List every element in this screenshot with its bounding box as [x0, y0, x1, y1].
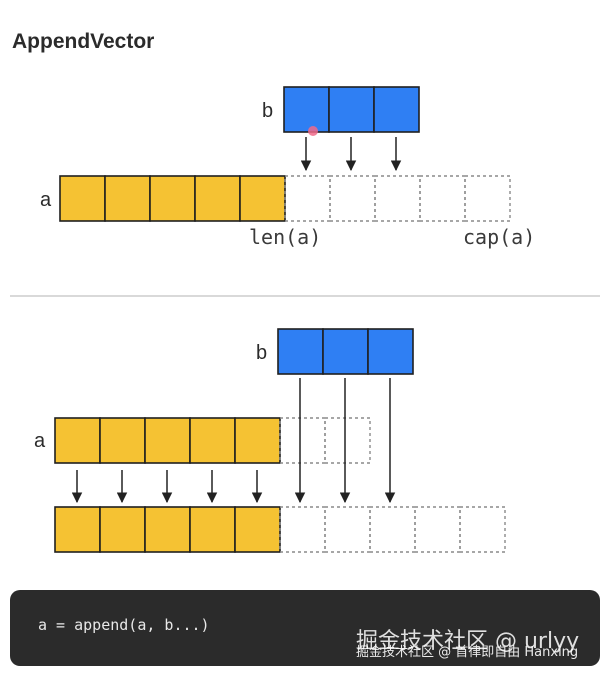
bottom-a-copy-arrows [71, 470, 263, 504]
append-vector-diagram: b a len(a) cap(a) b a [10, 86, 600, 553]
top-b-label: b [262, 100, 273, 122]
bottom-a-slice [54, 417, 371, 464]
a-cell [59, 175, 106, 222]
top-a-label: a [40, 189, 52, 211]
code-snippet: a = append(a, b...) [38, 616, 210, 634]
result-empty-cell [459, 506, 506, 553]
result-cell [99, 506, 146, 553]
bottom-diagram: b a [34, 328, 506, 553]
a-cell [104, 175, 151, 222]
result-cell [144, 506, 191, 553]
a-spare-capacity-cell [329, 175, 376, 222]
bottom-a-label: a [34, 430, 46, 452]
result-empty-cell [369, 506, 416, 553]
a-cell [239, 175, 286, 222]
bottom-b-slice [277, 328, 414, 375]
b-cell [328, 86, 375, 133]
bottom-b-label: b [256, 342, 267, 364]
a-cell [99, 417, 146, 464]
result-empty-cell [324, 506, 371, 553]
top-copy-arrows [300, 137, 402, 172]
result-empty-cell [414, 506, 461, 553]
bottom-result-slice [54, 506, 506, 553]
b-cell [322, 328, 369, 375]
b-cell [373, 86, 420, 133]
len-label: len(a) [249, 225, 321, 249]
a-cell [194, 175, 241, 222]
top-b-slice [283, 86, 420, 133]
a-spare-capacity-cell [419, 175, 466, 222]
a-spare-capacity-cell [284, 175, 331, 222]
code-panel: a = append(a, b...) [10, 590, 600, 666]
a-cell [189, 417, 236, 464]
a-spare-capacity-cell [464, 175, 511, 222]
result-cell [234, 506, 281, 553]
watermark-secondary: 掘金技术社区 @ 首律即自由 Hanxing [356, 645, 579, 660]
top-diagram: b a len(a) cap(a) [40, 86, 535, 249]
a-cell [149, 175, 196, 222]
cap-label: cap(a) [463, 225, 535, 249]
result-cell [54, 506, 101, 553]
top-a-slice [59, 175, 511, 222]
diagram-title: AppendVector [12, 30, 155, 53]
cursor-dot [308, 126, 318, 136]
watermark-primary: 掘金技术社区 @ urlyy [356, 629, 580, 654]
b-cell [277, 328, 324, 375]
result-empty-cell [279, 506, 326, 553]
b-cell [367, 328, 414, 375]
a-spare-capacity-cell [374, 175, 421, 222]
b-cell [283, 86, 330, 133]
bottom-b-copy-arrows [294, 378, 396, 504]
a-cell [54, 417, 101, 464]
a-cell [234, 417, 281, 464]
a-cell [144, 417, 191, 464]
result-cell [189, 506, 236, 553]
a-spare-capacity-cell [279, 417, 326, 464]
a-spare-capacity-cell [324, 417, 371, 464]
